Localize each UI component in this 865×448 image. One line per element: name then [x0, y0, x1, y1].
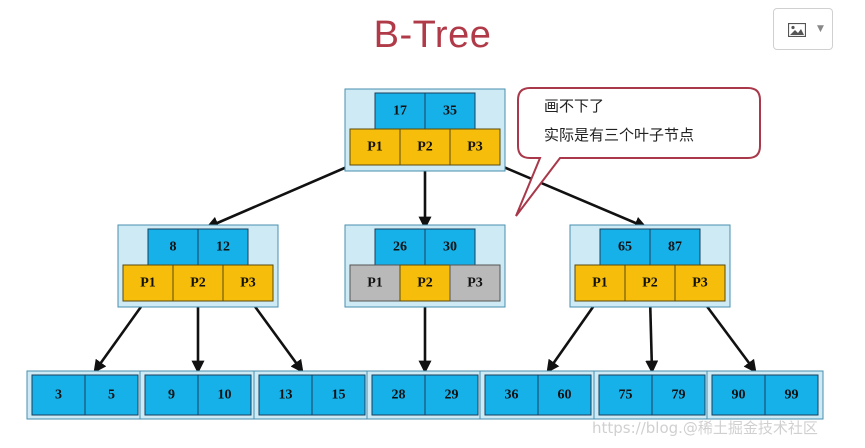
leaf-key-label: 36 [505, 388, 519, 403]
leaf-node: 9 10 [139, 370, 257, 420]
leaf-key-label: 75 [619, 388, 633, 403]
leaf-key-cell [311, 374, 366, 416]
leaf-key-label: 90 [732, 388, 746, 403]
tree-edge [93, 296, 150, 374]
root-node-pointer-label: P1 [367, 140, 383, 155]
tree-edge [205, 155, 371, 229]
image-icon [788, 23, 806, 37]
tree-edges [93, 155, 757, 374]
internal-node-key-label: 26 [393, 240, 407, 255]
leaf-key-cell [197, 374, 252, 416]
leaf-node: 13 15 [253, 370, 371, 420]
leaf-key-cell [651, 374, 706, 416]
internal-node-pointer-label: P2 [190, 276, 206, 291]
internal-node-pointer-label: P1 [140, 276, 156, 291]
leaf-key-label: 5 [108, 388, 115, 403]
root-node-pointer-cell [349, 128, 401, 166]
root-node-pointer-cell [449, 128, 501, 166]
leaf-key-label: 60 [558, 388, 572, 403]
internal-node-key-label: 8 [170, 240, 177, 255]
leaf-key-cell [144, 374, 199, 416]
callout: 画不下了 实际是有三个叶子节点 [515, 87, 761, 217]
tree-edge [698, 296, 757, 374]
internal-node-pointer-label: P1 [592, 276, 608, 291]
leaf-key-label: 29 [445, 388, 459, 403]
leaf-key-label: 79 [672, 388, 686, 403]
leaf-key-cell [424, 374, 479, 416]
internal-node-key-label: 87 [668, 240, 682, 255]
internal-node-pointer-cell [122, 264, 174, 302]
leaf-key-cell [537, 374, 592, 416]
root-node-key-label: 35 [443, 104, 457, 119]
internal-node-key-label: 30 [443, 240, 457, 255]
root-node-pointer-cell [399, 128, 451, 166]
leaf-node: 28 29 [366, 370, 484, 420]
leaf-key-label: 28 [392, 388, 406, 403]
internal-node-pointer-cell [449, 264, 501, 302]
internal-node-pointer-cell [222, 264, 274, 302]
callout-bubble [515, 87, 761, 217]
internal-node-pointer-label: P2 [417, 276, 433, 291]
tree-edge [546, 296, 602, 374]
page-title: B-Tree [373, 14, 492, 56]
caret-down-icon: ▼ [817, 24, 824, 34]
leaf-key-label: 10 [218, 388, 232, 403]
internal-node-pointer-label: P2 [642, 276, 658, 291]
root-node-pointer-label: P2 [417, 140, 433, 155]
internal-node-pointer-label: P3 [692, 276, 708, 291]
image-menu-button[interactable]: ▼ [773, 8, 833, 50]
internal-node-pointer-cell [172, 264, 224, 302]
internal-node-key-cell [424, 228, 476, 266]
internal-node-pointer-cell [349, 264, 401, 302]
internal-node-key-cell [197, 228, 249, 266]
internal-node-key-cell [649, 228, 701, 266]
leaf-key-cell [371, 374, 426, 416]
tree-edge [246, 296, 304, 374]
leaf-key-label: 3 [55, 388, 62, 403]
leaf-key-label: 99 [785, 388, 799, 403]
internal-node-pointer-cell [399, 264, 451, 302]
internal-node-pointer-cell [674, 264, 726, 302]
internal-node-pointer-label: P3 [240, 276, 256, 291]
watermark: https://blog.@稀土掘金技术社区 [592, 419, 818, 437]
tree-edge [645, 296, 659, 374]
internal-node-key-cell [374, 228, 426, 266]
leaf-node: 36 60 [479, 370, 597, 420]
root-node-key-label: 17 [393, 104, 407, 119]
internal-node-key-label: 65 [618, 240, 632, 255]
leaf-node: 90 99 [706, 370, 824, 420]
internal-node-pointer-label: P1 [367, 276, 383, 291]
leaf-key-cell [258, 374, 313, 416]
leaf-key-cell [764, 374, 819, 416]
leaf-key-label: 9 [168, 388, 175, 403]
internal-node-key-label: 12 [216, 240, 230, 255]
leaf-node: 75 79 [593, 370, 711, 420]
callout-line-2: 实际是有三个叶子节点 [544, 126, 694, 144]
leaf-key-cell [598, 374, 653, 416]
leaf-key-cell [84, 374, 139, 416]
root-node-pointer-label: P3 [467, 140, 483, 155]
leaf-key-label: 13 [279, 388, 293, 403]
callout-line-1: 画不下了 [544, 97, 604, 115]
internal-node-pointer-label: P3 [467, 276, 483, 291]
leaf-key-label: 15 [332, 388, 346, 403]
leaf-key-cell [31, 374, 86, 416]
tree-edge [479, 155, 648, 229]
